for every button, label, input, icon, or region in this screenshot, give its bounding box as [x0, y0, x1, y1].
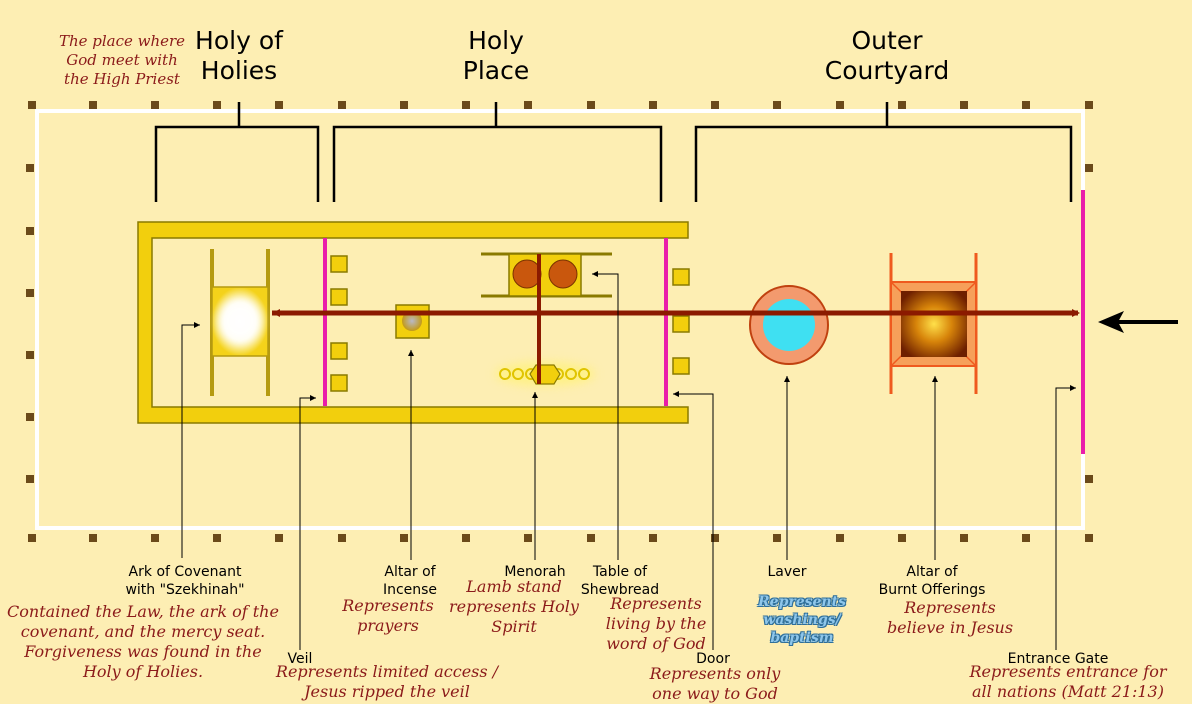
altar-of-burnt-offerings [889, 253, 978, 394]
path-line [272, 254, 1080, 384]
leader-lines [181, 271, 1076, 650]
table-of-shewbread [481, 252, 612, 298]
tabernacle-wall [137, 221, 689, 424]
menorah [495, 362, 595, 386]
section-brackets [154, 102, 1073, 202]
door-label: Door [696, 651, 730, 667]
ark-of-covenant [210, 249, 270, 396]
veil-note: Represents limited access /Jesus ripped … [275, 662, 499, 701]
entrance-gate-label: Entrance Gate [1007, 651, 1109, 667]
altar-of-incense [395, 304, 430, 339]
entrance-arrow [1098, 311, 1178, 333]
veil-label: Veil [287, 651, 313, 667]
menorah-label: Menorah [504, 564, 566, 580]
laver [749, 285, 829, 365]
holy-place-pillars [330, 255, 690, 392]
courtyard-posts [26, 101, 1093, 542]
laver-label: Laver [767, 564, 807, 580]
